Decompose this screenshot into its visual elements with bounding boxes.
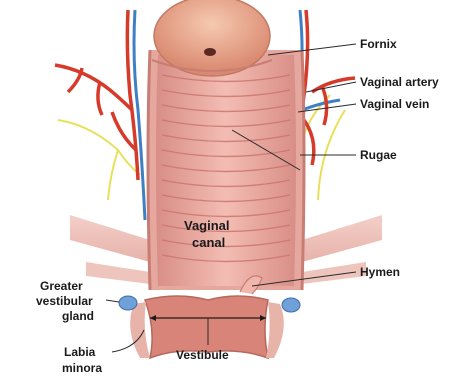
label-fornix: Fornix [360, 37, 397, 51]
vaginal-canal [148, 50, 304, 290]
cervix [152, 0, 272, 76]
label-vaginal-canal-line1: Vaginal [184, 218, 230, 233]
label-hymen: Hymen [360, 265, 400, 279]
label-vaginal-vein: Vaginal vein [360, 97, 429, 111]
label-greater-vestibular-gland-line1: Greater [40, 279, 83, 293]
label-labia-minora-line2: minora [62, 361, 102, 375]
label-vaginal-artery: Vaginal artery [360, 75, 439, 89]
label-vestibule: Vestibule [176, 348, 229, 362]
label-greater-vestibular-gland-line3: gland [62, 309, 94, 323]
label-vaginal-canal-line2: canal [192, 235, 225, 250]
label-greater-vestibular-gland-line2: vestibular [36, 294, 93, 308]
label-rugae: Rugae [360, 148, 397, 162]
label-labia-minora-line1: Labia [64, 345, 96, 359]
